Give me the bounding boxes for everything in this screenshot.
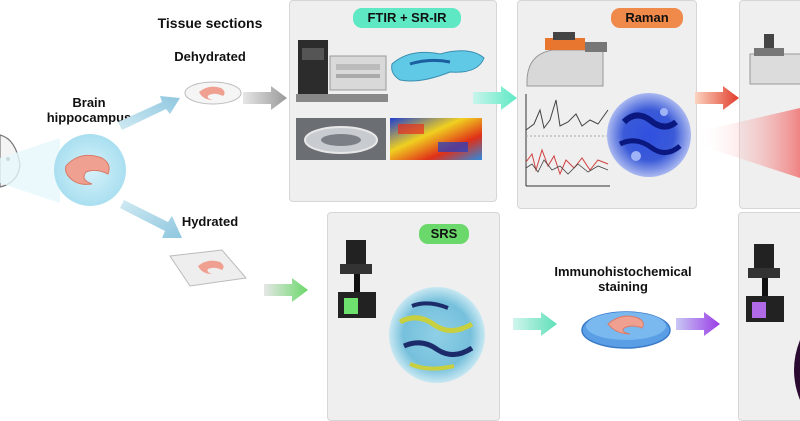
hippocampus-circle	[0, 134, 126, 206]
hydrated-label: Hydrated	[181, 214, 239, 229]
ihc-label: Immunohistochemical staining	[554, 264, 692, 294]
arrow-srs-to-ihc	[513, 312, 557, 336]
ftir-badge: FTIR + SR-IR	[353, 8, 461, 28]
tissue-sections-title: Tissue sections	[157, 15, 263, 31]
arrow-raman-to-right	[695, 86, 739, 110]
arrow-ihc-to-right	[676, 312, 720, 336]
right-top-instrument	[749, 34, 800, 85]
arrow-to-ftir	[243, 86, 287, 110]
laser-beam	[696, 108, 800, 178]
synchrotron-photo	[296, 118, 386, 160]
srs-map-circle	[389, 287, 485, 383]
right-bottom-circle	[794, 340, 800, 400]
arrow-to-dehydrated	[118, 96, 180, 130]
arrow-ftir-to-raman	[473, 86, 517, 110]
arrow-to-hydrated	[120, 200, 182, 238]
hydrated-slide	[169, 249, 247, 287]
dehydrated-label: Dehydrated	[174, 49, 246, 64]
srs-microscope	[338, 240, 376, 318]
ftir-instrument	[296, 40, 388, 102]
srs-badge: SRS	[419, 224, 469, 244]
right-bottom-microscope	[746, 244, 784, 322]
raman-spectra	[525, 94, 610, 187]
ftir-heatmap	[390, 118, 482, 160]
raman-map-circle	[607, 93, 691, 177]
petri-dish	[581, 311, 671, 349]
brain-hippocampus-label: Brain hippocampus	[46, 95, 132, 125]
arrow-to-srs	[264, 278, 308, 302]
ftir-spectral-map	[391, 50, 485, 82]
dehydrated-slide	[184, 81, 242, 105]
raman-badge: Raman	[611, 8, 683, 28]
raman-instrument	[526, 32, 607, 87]
